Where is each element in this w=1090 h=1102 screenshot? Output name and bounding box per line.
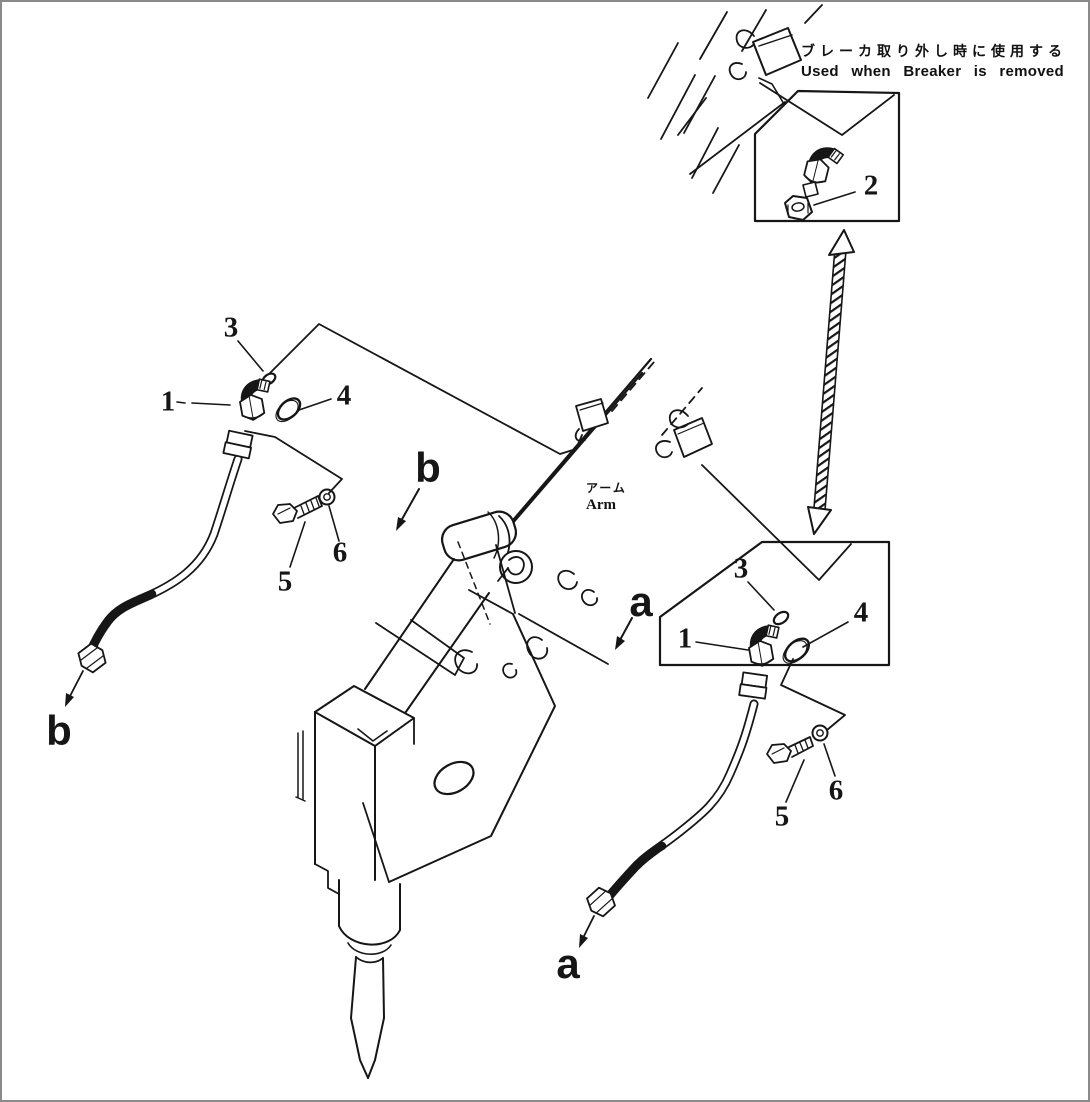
- arm-label-english: Arm: [586, 497, 616, 513]
- callout-part-6-right: 6: [828, 774, 844, 807]
- top-clamp-bracket: [728, 27, 802, 105]
- view-b-label: b: [415, 444, 441, 491]
- arrowhead-icon: [579, 934, 588, 948]
- washer-right: [811, 724, 829, 742]
- note-japanese: ブレーカ取り外し時に使用する: [801, 43, 1067, 59]
- pin-head: [499, 550, 533, 584]
- hose-fitting: [586, 886, 616, 918]
- hose-left: [65, 429, 254, 707]
- bolt-right: [766, 736, 814, 764]
- hose-hook-icon: [655, 440, 673, 459]
- hose-hook-icon: [574, 428, 586, 442]
- arrowhead-down-icon: [807, 506, 832, 535]
- breaker-assembly: [295, 510, 609, 1079]
- callout-part-1-right: 1: [677, 622, 693, 655]
- nut-item2: [784, 195, 813, 221]
- hose-fitting: [222, 429, 254, 460]
- callout-part-3-right: 3: [733, 552, 749, 585]
- arrowhead-icon: [615, 636, 625, 650]
- hose-guide-hooks: [454, 569, 598, 679]
- chisel-tool: [350, 956, 385, 1079]
- plate-hole: [433, 760, 475, 796]
- callout-part-6-left: 6: [332, 536, 348, 569]
- arm-break-hatch-marks: [647, 4, 823, 194]
- plug-right: [782, 637, 811, 664]
- hose-hook-icon: [728, 62, 747, 81]
- callout-leader-lines: [176, 340, 849, 803]
- callout-part-2: 2: [863, 169, 879, 202]
- arrowhead-icon: [65, 693, 74, 707]
- hose-fitting: [738, 671, 769, 700]
- note-english: Used when Breaker is removed: [801, 63, 1064, 80]
- hose-spring-guard: [602, 841, 667, 904]
- o-ring-right: [772, 610, 790, 626]
- callout-part-5-right: 5: [774, 800, 790, 833]
- hose-right: [579, 671, 769, 948]
- plug-left: [275, 397, 302, 423]
- view-a-label: a: [629, 578, 653, 625]
- detail-balloon-left: [235, 323, 583, 524]
- callout-part-5-left: 5: [277, 565, 293, 598]
- view-a-hose-label: a: [556, 940, 580, 987]
- callout-part-1-left: 1: [160, 385, 176, 418]
- leader-item2: [813, 191, 856, 206]
- breaker-housing: [295, 685, 415, 955]
- hose-fitting: [77, 642, 107, 674]
- hose-hook-icon: [668, 409, 689, 429]
- detail-box-right: [658, 464, 891, 764]
- callout-part-4-right: 4: [853, 596, 869, 629]
- view-b-arrow: [396, 488, 420, 531]
- clamp-block-right: [655, 409, 713, 459]
- view-a-arrow: [615, 617, 633, 650]
- inset-detail-box: [753, 82, 901, 223]
- centerline-dashed: [457, 541, 491, 625]
- hose-hook-icon: [735, 29, 755, 49]
- striped-arrow: [807, 229, 855, 535]
- callout-part-4-left: 4: [336, 379, 352, 412]
- arrowhead-icon: [396, 517, 406, 531]
- clamp-block-left: [574, 398, 609, 442]
- view-b-hose-label: b: [46, 707, 72, 754]
- arm-label-japanese: アーム: [586, 481, 627, 495]
- callout-part-3-left: 3: [223, 311, 239, 344]
- arrowhead-up-icon: [828, 229, 855, 256]
- washer-left: [318, 488, 336, 506]
- bolt-left: [272, 495, 323, 524]
